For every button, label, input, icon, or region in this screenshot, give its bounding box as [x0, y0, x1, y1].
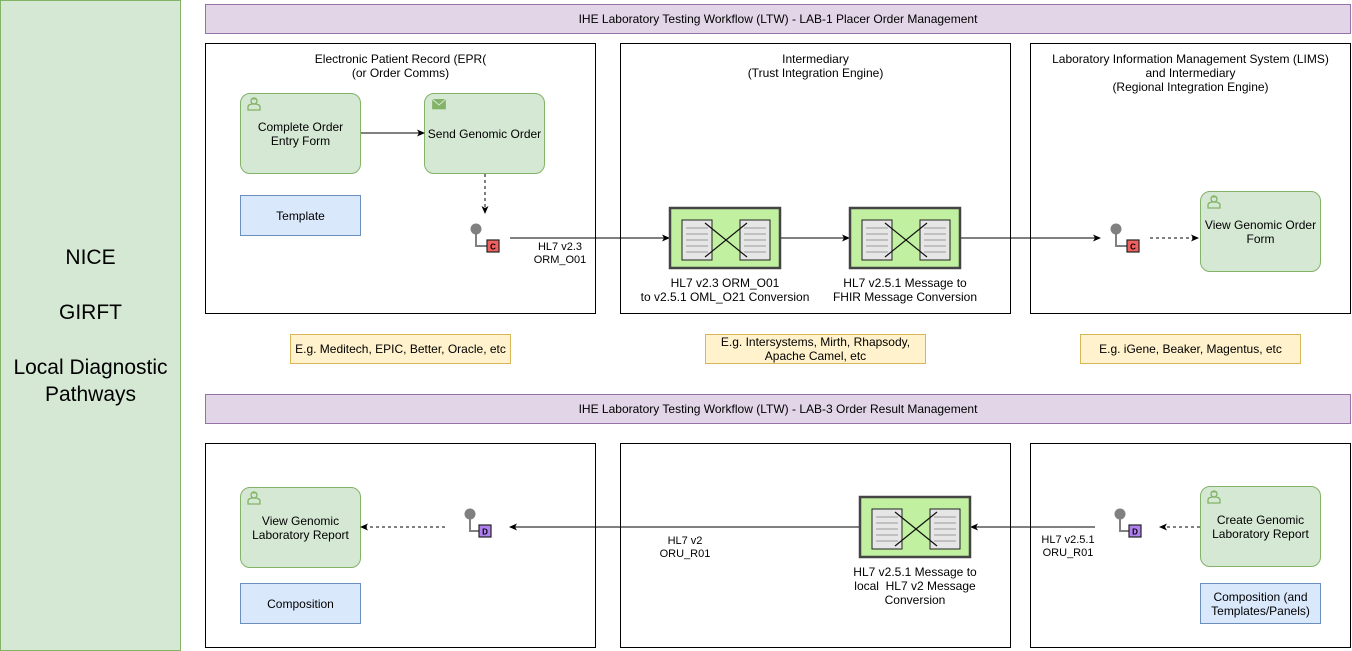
banner-lab1[interactable]: IHE Laboratory Testing Workflow (LTW) - …: [205, 4, 1351, 34]
translator-local-label: HL7 v2.5.1 Message to local HL7 v2 Messa…: [825, 565, 1005, 607]
task-view-genomic-laboratory-report-label: View Genomic Laboratory Report: [252, 513, 349, 542]
pane-lims-title-line3: (Regional Integration Engine): [1112, 80, 1269, 94]
user-task-icon: [1207, 490, 1221, 504]
pane-lims-title-line1: Laboratory Information Management System…: [1052, 52, 1329, 66]
pane-lims-order: Laboratory Information Management System…: [1030, 43, 1351, 314]
task-create-genomic-laboratory-report-label: Create Genomic Laboratory Report: [1212, 512, 1309, 541]
note-intermediary-line1: E.g. Intersystems, Mirth, Rhapsody,: [720, 335, 911, 349]
pane-epr-title: Electronic Patient Record (EPR( (or Orde…: [206, 52, 595, 80]
task-view-genomic-order-form-label: View Genomic Order Form: [1204, 217, 1317, 246]
user-task-icon: [247, 97, 261, 111]
user-task-icon: [1207, 195, 1221, 209]
msg-label-oru-v251-line1: HL7 v2.5.1: [1041, 534, 1095, 546]
sidebar-girft: GIRFT: [59, 300, 122, 324]
pane-intermediary-title-line2: (Trust Integration Engine): [747, 66, 884, 80]
message-send-icon: [431, 99, 447, 110]
translator-local-label-line1: HL7 v2.5.1 Message to: [853, 565, 977, 579]
task-view-genomic-laboratory-report[interactable]: View Genomic Laboratory Report: [240, 487, 361, 568]
translator-orm-label-line1: HL7 v2.3 ORM_O01: [670, 276, 780, 290]
template-label: Template: [276, 208, 325, 223]
pane-epr-order: Electronic Patient Record (EPR( (or Orde…: [205, 43, 596, 314]
pane-epr-title-line1: Electronic Patient Record (EPR(: [314, 52, 487, 66]
msg-label-orm-line2: ORM_O01: [533, 254, 587, 266]
composition-label: Composition: [267, 596, 334, 611]
task-create-genomic-laboratory-report[interactable]: Create Genomic Laboratory Report: [1200, 486, 1321, 567]
composition-templates-label: Composition (and Templates/Panels): [1211, 589, 1310, 618]
msg-label-oru-v2-line1: HL7 v2: [667, 535, 703, 547]
note-lims-vendors: E.g. iGene, Beaker, Magentus, etc: [1080, 334, 1301, 364]
task-send-genomic-order-label: Send Genomic Order: [427, 126, 542, 141]
task-complete-order-entry-form-label: Complete Order Entry Form: [257, 119, 344, 148]
task-send-genomic-order[interactable]: Send Genomic Order: [424, 93, 545, 174]
msg-label-oru-v251: HL7 v2.5.1 ORU_R01: [1028, 534, 1108, 560]
banner-lab3-label: IHE Laboratory Testing Workflow (LTW) - …: [578, 402, 978, 416]
template-box[interactable]: Template: [240, 195, 361, 236]
note-epr-vendors: E.g. Meditech, EPIC, Better, Oracle, etc: [290, 334, 511, 364]
note-epr-vendors-text: E.g. Meditech, EPIC, Better, Oracle, etc: [295, 342, 506, 356]
msg-label-oru-v251-line2: ORU_R01: [1042, 547, 1094, 559]
translator-fhir-label: HL7 v2.5.1 Message to FHIR Message Conve…: [815, 276, 995, 304]
msg-label-oru-v2: HL7 v2 ORU_R01: [645, 535, 725, 561]
msg-label-oru-v2-line2: ORU_R01: [659, 548, 711, 560]
translator-orm-label: HL7 v2.3 ORM_O01 to v2.5.1 OML_O21 Conve…: [635, 276, 815, 304]
sidebar-guidance: NICE GIRFT Local Diagnostic Pathways: [0, 0, 181, 651]
translator-orm-label-line2: to v2.5.1 OML_O21 Conversion: [640, 290, 810, 304]
pane-intermediary-title-line1: Intermediary: [782, 52, 849, 66]
translator-fhir-label-line2: FHIR Message Conversion: [832, 290, 978, 304]
user-task-icon: [247, 491, 261, 505]
msg-label-orm-line1: HL7 v2.3: [537, 241, 583, 253]
sidebar-local-diagnostic: Local Diagnostic: [13, 355, 168, 379]
sidebar-pathways: Pathways: [44, 382, 137, 406]
translator-local-label-line3: Conversion: [884, 593, 946, 607]
composition-box[interactable]: Composition: [240, 583, 361, 624]
composition-templates-box[interactable]: Composition (and Templates/Panels): [1200, 583, 1321, 624]
pane-intermediary-title: Intermediary (Trust Integration Engine): [621, 52, 1010, 80]
msg-label-orm: HL7 v2.3 ORM_O01: [520, 241, 600, 267]
translator-local-label-line2: local HL7 v2 Message: [854, 579, 976, 593]
note-intermediary-line2: Apache Camel, etc: [764, 349, 867, 363]
pane-lims-title: Laboratory Information Management System…: [1031, 52, 1350, 94]
pane-intermediary-order: Intermediary (Trust Integration Engine): [620, 43, 1011, 314]
banner-lab1-label: IHE Laboratory Testing Workflow (LTW) - …: [578, 12, 978, 26]
pane-epr-title-line2: (or Order Comms): [351, 66, 450, 80]
task-complete-order-entry-form[interactable]: Complete Order Entry Form: [240, 93, 361, 174]
note-intermediary-vendors: E.g. Intersystems, Mirth, Rhapsody, Apac…: [705, 334, 926, 364]
task-view-genomic-order-form[interactable]: View Genomic Order Form: [1200, 191, 1321, 272]
banner-lab3[interactable]: IHE Laboratory Testing Workflow (LTW) - …: [205, 394, 1351, 424]
sidebar-nice: NICE: [65, 245, 116, 269]
pane-lims-title-line2: and Intermediary: [1145, 66, 1236, 80]
note-lims-vendors-text: E.g. iGene, Beaker, Magentus, etc: [1099, 342, 1282, 356]
translator-fhir-label-line1: HL7 v2.5.1 Message to: [843, 276, 967, 290]
